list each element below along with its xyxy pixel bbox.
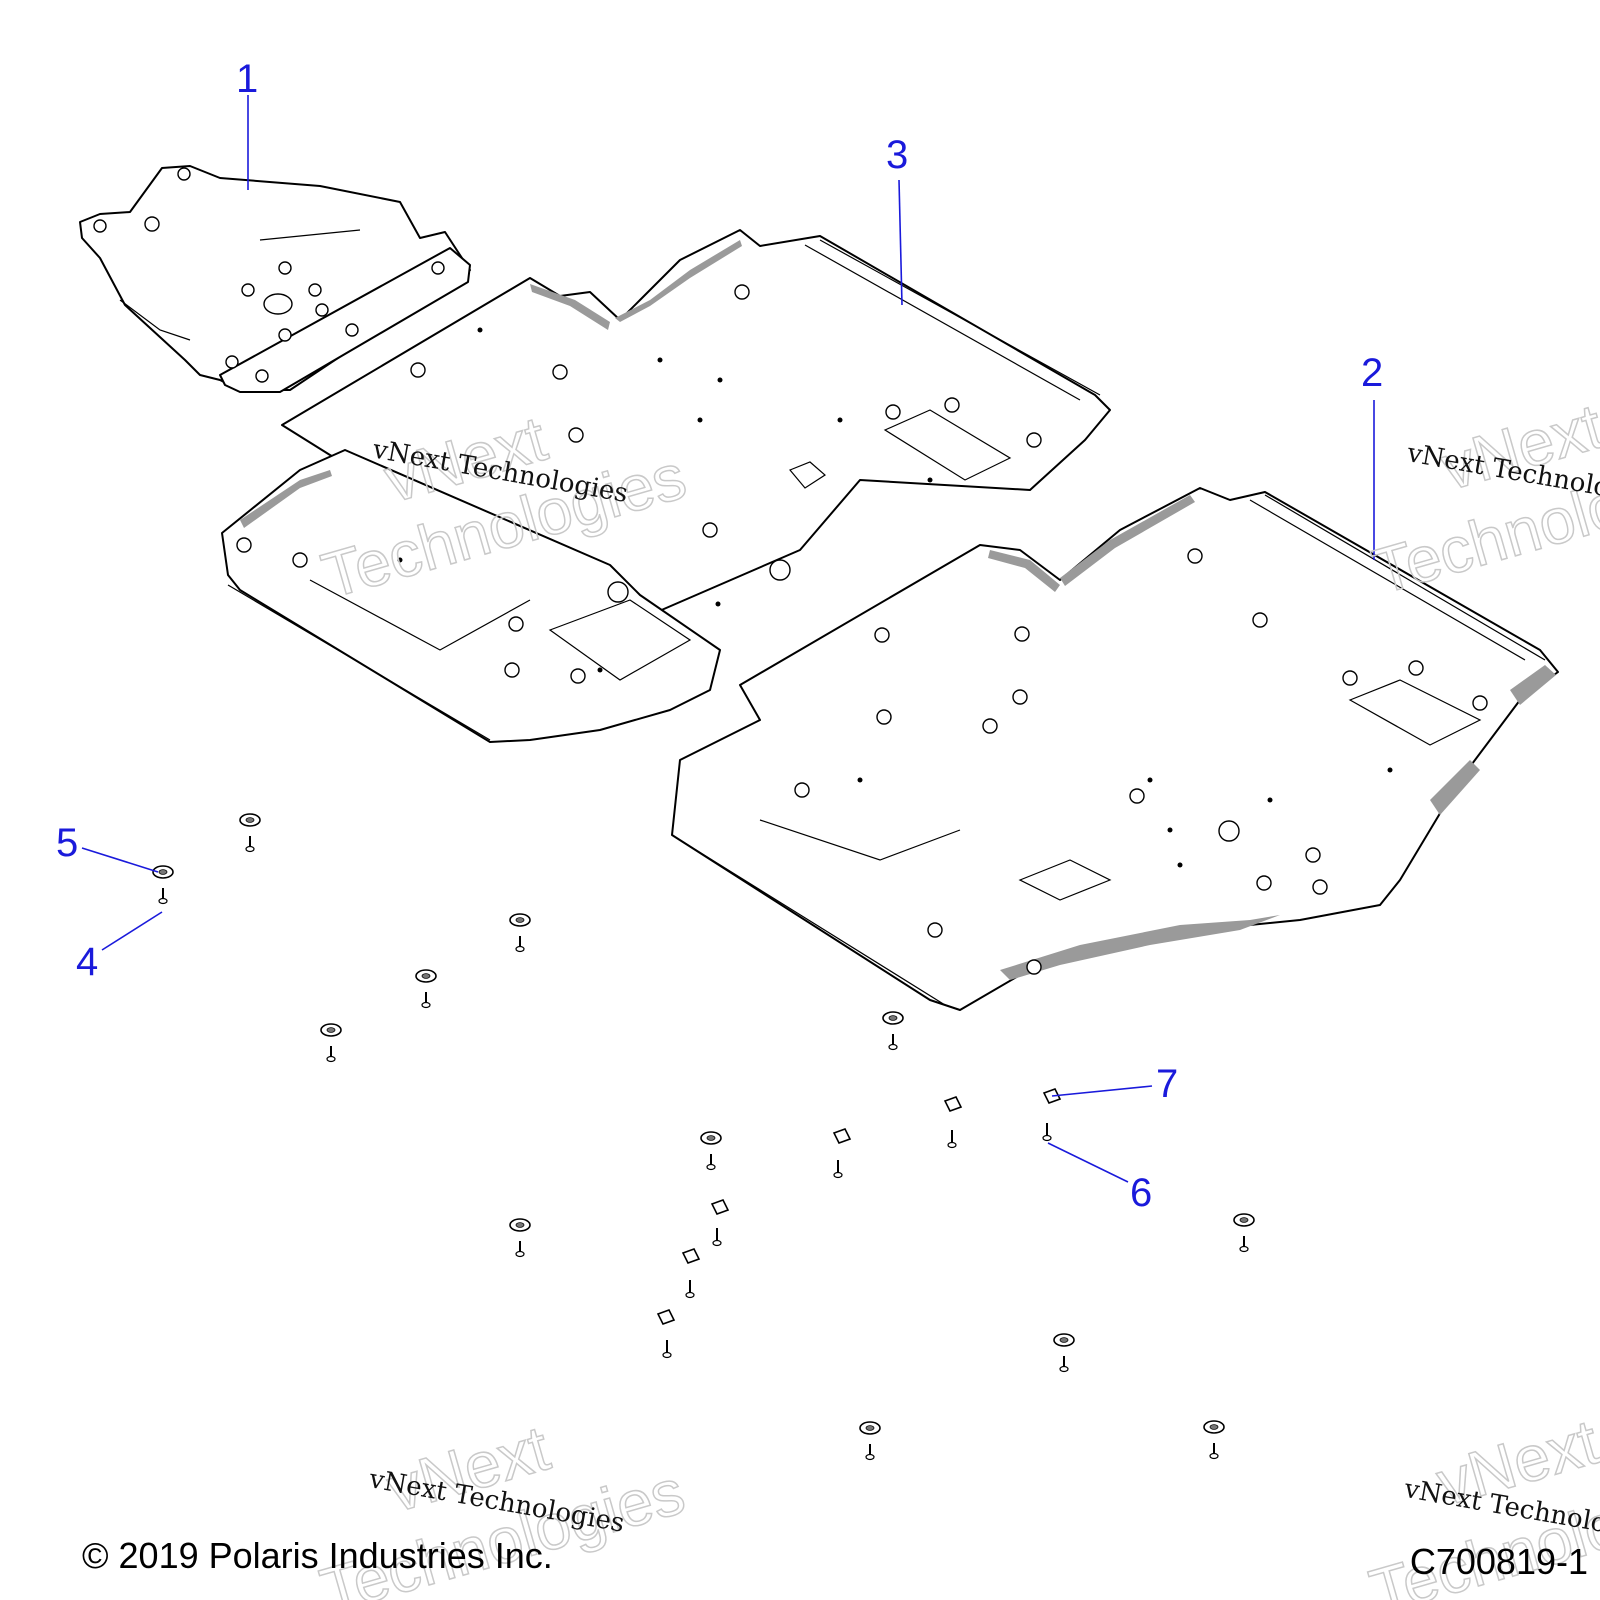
bolt xyxy=(1209,1443,1219,1460)
figure-id: C700819-1 xyxy=(1410,1541,1588,1582)
clip-nut xyxy=(832,1128,852,1144)
bolt xyxy=(158,888,168,905)
fastener-set-6-7 xyxy=(656,1088,1062,1359)
washer-bolt-pair xyxy=(320,1023,342,1063)
bolt xyxy=(515,1241,525,1258)
clip-nut xyxy=(710,1199,730,1215)
screw xyxy=(685,1280,695,1299)
leader-5 xyxy=(81,847,159,873)
copyright-notice: © 2019 Polaris Industries Inc. xyxy=(82,1535,553,1576)
bolt xyxy=(888,1034,898,1051)
washer-bolt-pair xyxy=(239,813,261,853)
washer-bolt-pair xyxy=(415,969,437,1009)
screw xyxy=(662,1340,672,1359)
watermark-upper-right: vNext Technologies vNext Technologies xyxy=(1364,389,1600,609)
leader-6 xyxy=(1047,1142,1129,1183)
washer-bolt-pair xyxy=(1053,1333,1075,1373)
bolt xyxy=(1239,1236,1249,1253)
screw xyxy=(947,1130,957,1149)
leader-7 xyxy=(1051,1085,1153,1097)
clip-nut xyxy=(656,1309,676,1325)
callout-4: 4 xyxy=(76,940,98,984)
screw xyxy=(833,1160,843,1179)
callout-1: 1 xyxy=(236,57,258,101)
leader-3 xyxy=(898,179,903,306)
washer-bolt-pair xyxy=(1233,1213,1255,1253)
bolt xyxy=(515,936,525,953)
callout-6: 6 xyxy=(1130,1171,1152,1215)
bolt xyxy=(421,992,431,1009)
clip-nut xyxy=(681,1248,701,1264)
bolt xyxy=(865,1444,875,1461)
bolt xyxy=(245,836,255,853)
clip-nut xyxy=(943,1096,963,1112)
washer-bolt-pair xyxy=(152,865,174,905)
callout-7: 7 xyxy=(1156,1062,1178,1106)
washer-bolt-pair xyxy=(700,1131,722,1171)
washer-bolt-pair xyxy=(859,1421,881,1461)
bolt xyxy=(1059,1356,1069,1373)
fastener-set-4-5 xyxy=(152,813,1255,1461)
washer-bolt-pair xyxy=(509,913,531,953)
bolt xyxy=(706,1154,716,1171)
part-1-skid-plate xyxy=(79,165,471,393)
callout-3: 3 xyxy=(886,133,908,177)
washer-bolt-pair xyxy=(882,1011,904,1051)
washer-bolt-pair xyxy=(509,1218,531,1258)
callout-2: 2 xyxy=(1361,351,1383,395)
screw xyxy=(712,1228,722,1247)
screw xyxy=(1042,1123,1052,1142)
bolt xyxy=(326,1046,336,1063)
washer-bolt-pair xyxy=(1203,1420,1225,1460)
callout-5: 5 xyxy=(56,821,78,865)
leader-4 xyxy=(101,911,163,951)
part-3-rear-section xyxy=(221,449,721,743)
part-2-floor-panel xyxy=(671,487,1559,1011)
